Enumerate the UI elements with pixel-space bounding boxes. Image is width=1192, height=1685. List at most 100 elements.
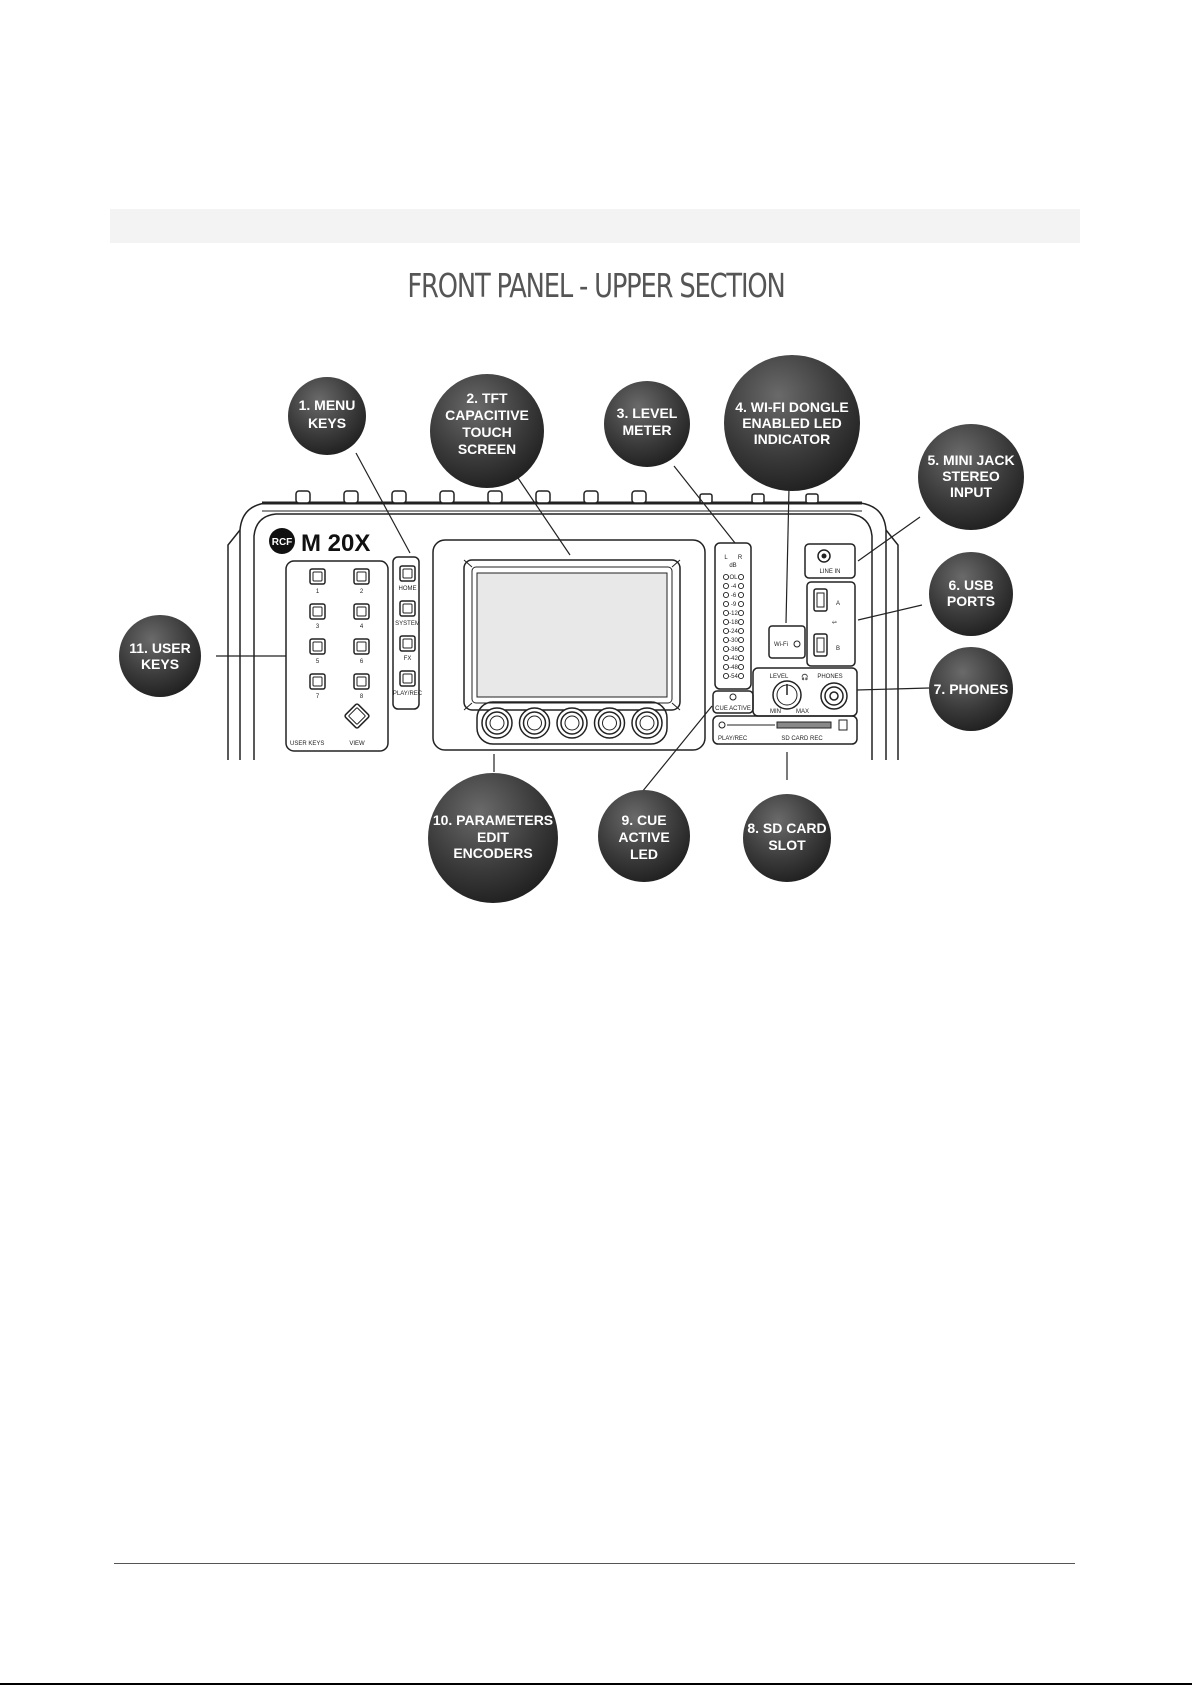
sd-card-area: PLAY/REC SD CARD REC — [712, 715, 858, 745]
wifi-indicator: Wi-Fi — [768, 625, 806, 659]
parameter-encoder-5[interactable] — [631, 707, 663, 739]
usb-port-a[interactable] — [813, 588, 828, 612]
sd-card-icon — [838, 719, 848, 731]
model-name: M 20X — [301, 530, 370, 557]
callout-phones: 7. PHONES — [929, 647, 1013, 731]
user-key-number: 3 — [316, 624, 320, 630]
meter-led-right — [737, 663, 745, 671]
menu-key-label: HOME — [399, 586, 417, 592]
menu-key-system[interactable]: SYSTEM — [395, 600, 420, 627]
menu-key-home[interactable]: HOME — [399, 565, 417, 592]
callout-encoders-line-2: EDIT — [477, 829, 509, 845]
leader-lines — [216, 452, 930, 793]
user-key-4[interactable]: 4 — [353, 603, 370, 630]
playrec-led — [718, 721, 726, 729]
meter-channel-right: R — [738, 555, 743, 561]
callout-sd-line-1: 8. SD CARD — [747, 820, 826, 836]
user-keys-label: USER KEYS — [290, 741, 324, 747]
user-key-number: 6 — [360, 659, 364, 665]
user-key-number: 2 — [360, 589, 364, 595]
wifi-label: Wi-Fi — [774, 642, 788, 648]
menu-keys-panel: HOME SYSTEM FX PLAY/REC — [392, 556, 423, 710]
meter-led-right — [737, 636, 745, 644]
level-meter: L R dB OL-4-6-9-12-18-24-30-36-42-48-54 — [714, 542, 752, 690]
usb-a-label: A — [836, 601, 840, 607]
parameter-encoder-4[interactable] — [593, 707, 626, 739]
meter-led-left — [722, 591, 730, 599]
callout-tft-line-2: CAPACITIVE — [445, 407, 529, 423]
menu-key-label: PLAY/REC — [393, 691, 423, 697]
phones-label: PHONES — [817, 674, 842, 680]
view-key[interactable] — [344, 703, 370, 729]
menu-keys-column: HOME SYSTEM FX PLAY/REC — [393, 565, 423, 697]
meter-scale-label: -18 — [729, 620, 738, 626]
user-key-8[interactable]: 8 — [353, 673, 370, 700]
meter-led-left — [722, 618, 730, 626]
callout-tft-line-3: TOUCH — [462, 424, 512, 440]
cue-active-label: CUE ACTIVE — [715, 706, 751, 712]
brand-logo-text: RCF — [272, 537, 293, 548]
callout-tft-line-4: SCREEN — [458, 441, 516, 457]
callout-level-meter-line-1: 3. LEVEL — [617, 405, 678, 421]
meter-scale-label: -6 — [731, 593, 737, 599]
user-key-7[interactable]: 7 — [309, 673, 326, 700]
meter-led-left — [722, 582, 730, 590]
callout-wifi-line-2: ENABLED LED — [742, 415, 842, 431]
user-keys-grid: 1 2 3 4 5 6 7 8 — [309, 568, 370, 700]
usb-symbol-icon: ⭉ — [832, 620, 837, 626]
meter-scale-label: -42 — [729, 656, 738, 662]
sd-card-slot[interactable] — [776, 721, 832, 729]
user-key-5[interactable]: 5 — [309, 638, 326, 665]
callout-sd-line-2: SLOT — [768, 837, 806, 853]
encoders-panel — [476, 701, 668, 745]
menu-key-label: SYSTEM — [395, 621, 420, 627]
callout-wifi-dongle: 4. WI-FI DONGLE ENABLED LED INDICATOR — [724, 355, 860, 491]
meter-led-right — [737, 645, 745, 653]
top-connectors — [295, 490, 819, 504]
meter-led-right — [737, 609, 745, 617]
meter-channel-left: L — [724, 555, 728, 561]
max-label: MAX — [796, 709, 809, 715]
view-label: VIEW — [349, 741, 365, 747]
parameter-encoder-2[interactable] — [518, 707, 551, 739]
sd-card-label: SD CARD REC — [781, 736, 823, 742]
user-key-number: 7 — [316, 694, 320, 700]
meter-scale-label: -54 — [729, 674, 738, 680]
screen-corner-lines — [463, 559, 681, 711]
callout-phones-line-1: 7. PHONES — [934, 681, 1009, 697]
callout-tft-screen: 2. TFT CAPACITIVE TOUCH SCREEN — [430, 374, 544, 488]
page-bottom-edge — [0, 1683, 1192, 1685]
meter-led-right — [737, 582, 745, 590]
meter-led-left — [722, 627, 730, 635]
wifi-led — [793, 640, 801, 648]
user-key-number: 4 — [360, 624, 364, 630]
callout-menu-keys-line-2: KEYS — [308, 415, 346, 431]
callout-user-keys-line-1: 11. USER — [129, 640, 190, 656]
user-keys-panel: 1 2 3 4 5 6 7 8 USER KEYS VIEW — [285, 560, 389, 752]
menu-key-label: FX — [404, 656, 412, 662]
menu-key-playrec[interactable]: PLAY/REC — [393, 670, 423, 697]
header-band — [110, 209, 1080, 243]
user-key-2[interactable]: 2 — [353, 568, 370, 595]
menu-key-fx[interactable]: FX — [399, 635, 416, 662]
meter-scale-label: -9 — [731, 602, 737, 608]
user-key-3[interactable]: 3 — [309, 603, 326, 630]
parameter-encoder-3[interactable] — [556, 707, 588, 739]
callout-encoders: 10. PARAMETERS EDIT ENCODERS — [428, 773, 558, 903]
user-key-6[interactable]: 6 — [353, 638, 370, 665]
meter-scale-label: -4 — [731, 584, 737, 590]
callout-user-keys: 11. USER KEYS — [119, 615, 201, 697]
callout-mini-jack-line-1: 5. MINI JACK — [927, 452, 1014, 468]
callout-cue-line-1: 9. CUE — [621, 812, 666, 828]
usb-port-b[interactable] — [813, 633, 828, 657]
parameter-encoder-1[interactable] — [481, 707, 513, 739]
callout-level-meter: 3. LEVEL METER — [604, 381, 690, 467]
cue-active-area: CUE ACTIVE — [712, 690, 754, 714]
meter-led-left — [722, 600, 730, 608]
callout-usb-ports: 6. USB PORTS — [929, 552, 1013, 636]
callout-usb-line-2: PORTS — [947, 593, 995, 609]
tft-touch-screen[interactable] — [476, 572, 668, 698]
callout-sd-card: 8. SD CARD SLOT — [743, 794, 831, 882]
user-key-1[interactable]: 1 — [309, 568, 326, 595]
